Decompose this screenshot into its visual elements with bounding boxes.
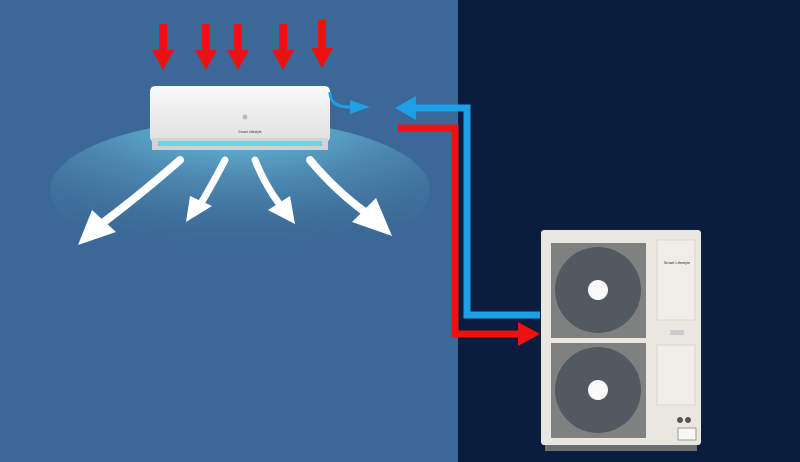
heat-arrow-icon (195, 24, 217, 70)
outdoor-unit-logo: Smart Lifestyle (664, 260, 691, 265)
airflow-arrowhead-icon (350, 100, 370, 114)
cold-pipe-arrow-icon (395, 96, 416, 120)
indoor-unit-logo: Smart Lifestyle (238, 130, 261, 134)
cool-air-arrow-icon (78, 156, 184, 245)
airflow-curve-arrow-icon (328, 91, 353, 109)
outdoor-unit: Smart Lifestyle (541, 230, 701, 451)
heat-arrow-icon (152, 24, 174, 70)
cool-air-arrow-icon (186, 156, 229, 222)
cool-air-arrow-icon (306, 156, 392, 236)
cool-air-arrow-icon (251, 156, 295, 224)
hot-pipe (398, 124, 540, 346)
heat-arrows (152, 20, 333, 70)
cool-air-arrows (78, 156, 392, 245)
heat-arrow-icon (311, 20, 333, 68)
heat-arrow-icon (272, 24, 294, 70)
indoor-unit: Smart Lifestyle (150, 86, 330, 150)
cold-pipe (395, 96, 540, 319)
hot-pipe-arrow-icon (518, 322, 540, 346)
heat-arrow-icon (227, 24, 249, 70)
cool-air-glow (50, 120, 430, 260)
